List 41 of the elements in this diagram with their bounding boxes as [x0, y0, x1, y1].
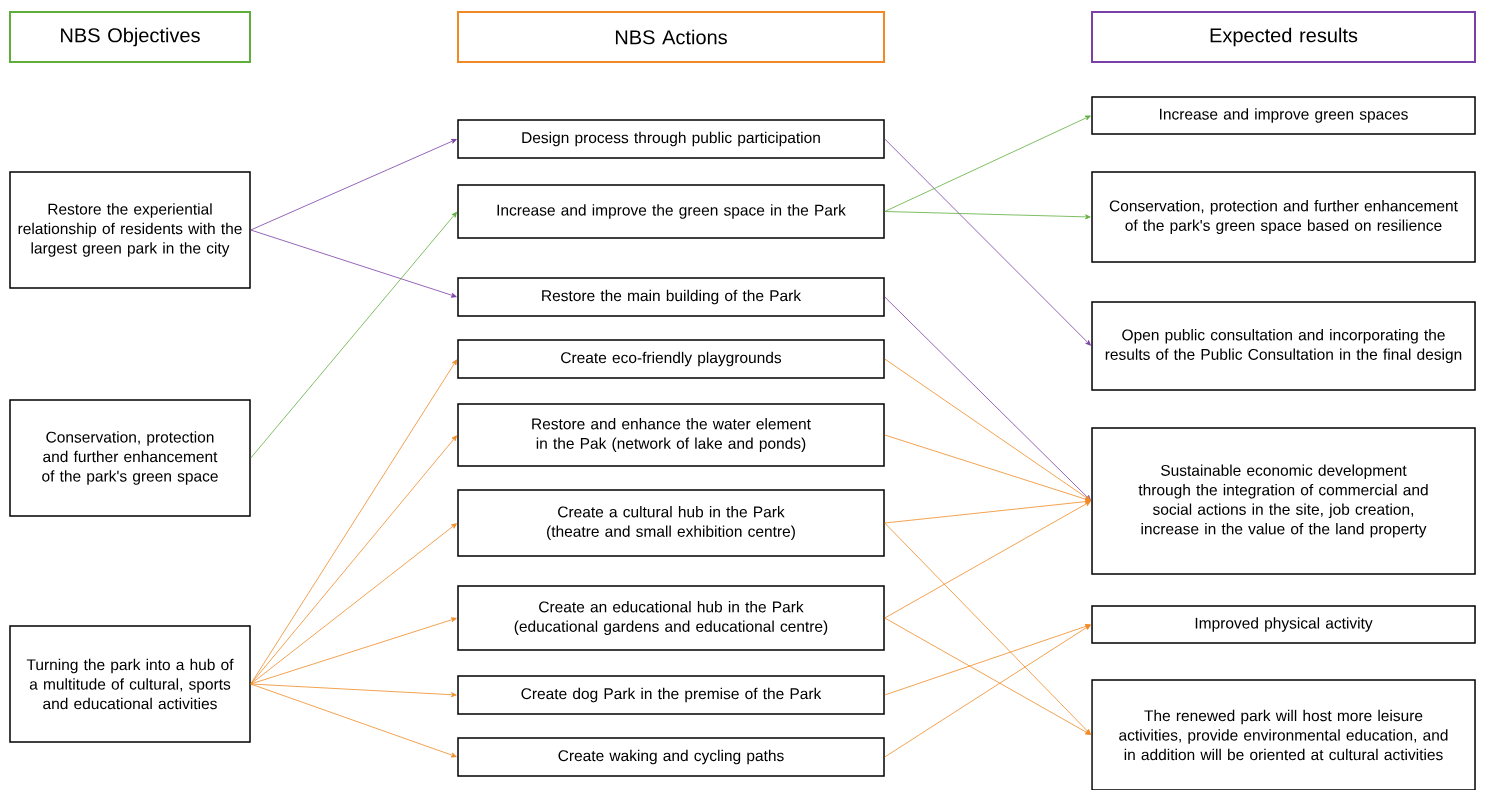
- arrow: [250, 523, 457, 685]
- text-box: Restore and enhance the water element in the Pak (network of lake and ponds): [457, 403, 885, 467]
- text-box: Restore the main building of the Park: [457, 277, 885, 317]
- arrow: [884, 211, 1091, 220]
- text-box: Open public consultation and incorporating the results of the Public Consultation in the final design: [1091, 301, 1476, 391]
- arrow: [884, 115, 1091, 212]
- text-box: Increase and improve green spaces: [1091, 96, 1476, 135]
- arrow: [250, 683, 457, 758]
- text-box: Improved physical activity: [1091, 605, 1476, 644]
- text-box: Create eco-friendly playgrounds: [457, 339, 885, 379]
- text-box: The renewed park will host more leisure activities, provide environmental education, and in addition will be oriented at cultural activities: [1091, 679, 1476, 790]
- arrow: [884, 296, 1091, 501]
- column-header: NBS Objectives: [9, 11, 251, 63]
- arrow: [250, 617, 457, 685]
- arrow: [884, 138, 1091, 346]
- text-box: Create dog Park in the premise of the Park: [457, 675, 885, 715]
- arrow: [250, 683, 457, 698]
- arrow: [884, 522, 1091, 735]
- text-box: Create waking and cycling paths: [457, 737, 885, 777]
- arrow: [250, 211, 457, 459]
- text-box: Conservation, protection and further enhancement of the park's green space: [9, 399, 251, 517]
- arrow: [884, 624, 1091, 696]
- column-header: Expected results: [1091, 11, 1476, 63]
- arrow: [884, 617, 1091, 735]
- column-header: NBS Actions: [457, 11, 885, 63]
- arrow: [884, 499, 1091, 524]
- arrow: [250, 229, 457, 298]
- arrow: [250, 139, 457, 231]
- arrow: [884, 501, 1091, 619]
- text-box: Turning the park into a hub of a multitude of cultural, sports and educational activities: [9, 625, 251, 743]
- text-box: Restore the experiential relationship of residents with the largest green park in the city: [9, 171, 251, 289]
- text-box: Design process through public participation: [457, 119, 885, 159]
- arrow: [884, 358, 1091, 501]
- text-box: Sustainable economic development through the integration of commercial and social actions in the site, job creation, increase in the value of the land property: [1091, 427, 1476, 575]
- arrow: [884, 434, 1091, 502]
- text-box: Create a cultural hub in the Park (theatre and small exhibition centre): [457, 489, 885, 557]
- arrow: [250, 435, 457, 685]
- arrow: [884, 624, 1091, 758]
- text-box: Conservation, protection and further enhancement of the park's green space based on resilience: [1091, 171, 1476, 263]
- text-box: Create an educational hub in the Park (educational gardens and educational centre): [457, 585, 885, 651]
- text-box: Increase and improve the green space in the Park: [457, 184, 885, 239]
